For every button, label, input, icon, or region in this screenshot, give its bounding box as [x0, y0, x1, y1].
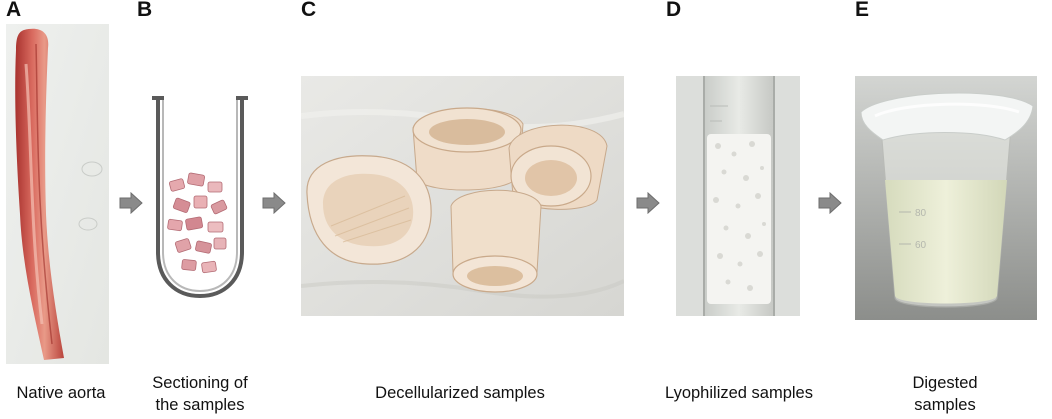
svg-text:60: 60 — [915, 240, 927, 251]
right-arrow-icon — [818, 192, 842, 214]
caption-sectioning-line1: Sectioning of — [152, 374, 248, 392]
svg-text:80: 80 — [915, 208, 927, 219]
caption-decellularized: Decellularized samples — [375, 384, 545, 402]
caption-digested: Digested samples — [880, 372, 1010, 416]
digested-samples-image: 80 60 — [855, 76, 1037, 320]
caption-digested-line2: samples — [914, 396, 976, 414]
caption-sectioning-line2: the samples — [155, 396, 245, 414]
caption-lyophilized: Lyophilized samples — [665, 384, 813, 402]
panel-letter-c: C — [301, 0, 317, 21]
caption-digested-line1: Digested — [912, 374, 978, 392]
decellularized-samples-image — [301, 76, 624, 316]
native-aorta-image — [6, 24, 109, 364]
panel-letter-a: A — [6, 0, 22, 21]
test-tube-illustration — [152, 96, 248, 299]
panel-letter-e: E — [855, 0, 870, 21]
caption-native-aorta: Native aorta — [16, 384, 106, 402]
right-arrow-icon — [636, 192, 660, 214]
panel-letter-b: B — [137, 0, 153, 21]
right-arrow-icon — [119, 192, 143, 214]
caption-sectioning: Sectioning of the samples — [130, 372, 270, 416]
right-arrow-icon — [262, 192, 286, 214]
lyophilized-samples-image — [676, 76, 800, 316]
panel-letter-d: D — [666, 0, 682, 21]
